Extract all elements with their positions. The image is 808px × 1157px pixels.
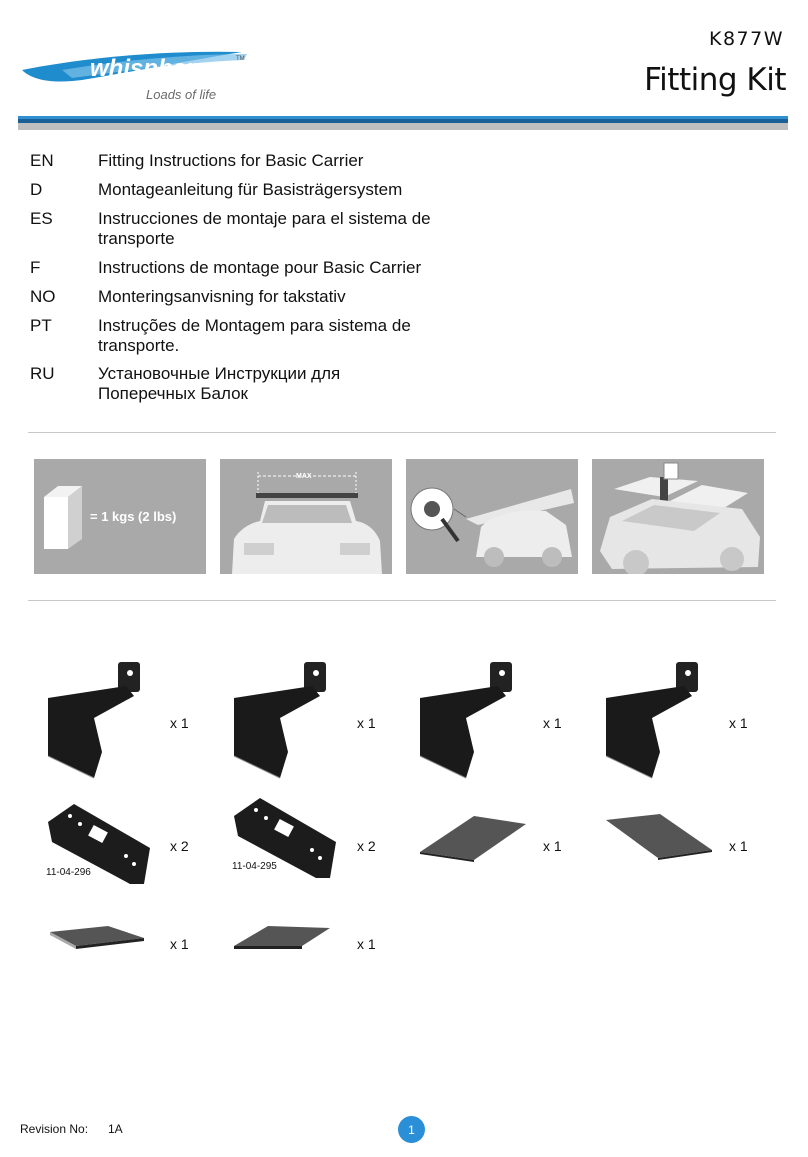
rubber-pad-icon	[50, 926, 144, 949]
weight-label: = 1 kgs (2 lbs)	[90, 509, 177, 524]
header-band	[18, 116, 788, 130]
rubber-pad-icon	[606, 814, 712, 860]
language-code: RU	[30, 364, 55, 383]
car-front-icon	[232, 472, 382, 574]
language-row-es: ES Instrucciones de montaje para el sist…	[30, 209, 458, 249]
quantity-label: x 1	[357, 936, 376, 952]
quantity-label: x 2	[357, 838, 376, 854]
brand-tagline: Loads of life	[146, 87, 217, 102]
language-code: F	[30, 258, 41, 277]
language-text: Monteringsanvisning for takstativ	[98, 287, 346, 306]
max-width-panel: MAX	[220, 459, 392, 574]
language-text: Установочные Инструкции для Поперечных Б…	[98, 364, 341, 403]
section-divider	[28, 600, 776, 601]
svg-text:TM: TM	[236, 56, 245, 62]
language-row-pt: PT Instruções de Montagem para sistema d…	[30, 316, 463, 356]
language-text: Fitting Instructions for Basic Carrier	[98, 151, 364, 170]
car-roof-load-icon	[600, 462, 760, 574]
language-code: NO	[30, 287, 56, 306]
quantity-label: x 1	[170, 936, 189, 952]
language-text: Instructions de montage pour Basic Carri…	[98, 258, 422, 277]
language-code: EN	[30, 151, 54, 170]
language-text: Instrucciones de montaje para el sistema…	[98, 209, 431, 248]
part-number: 11-04-296	[46, 867, 91, 878]
language-row-f: F Instructions de montage pour Basic Car…	[30, 258, 498, 278]
quantity-label: x 1	[357, 715, 376, 731]
car-side-load-icon	[410, 487, 574, 567]
revision-label: Revision No:	[20, 1122, 89, 1136]
language-row-ru: RU Установочные Инструкции для Поперечны…	[30, 364, 398, 404]
strap-panel	[406, 459, 578, 574]
quantity-label: x 1	[543, 838, 562, 854]
language-row-no: NO Monteringsanvisning for takstativ	[30, 287, 498, 307]
svg-text:whispbar: whispbar	[90, 55, 197, 82]
mounting-bracket-icon	[419, 662, 512, 779]
rubber-pad-icon	[234, 926, 330, 949]
mounting-bracket-icon	[47, 662, 140, 779]
quantity-label: x 1	[729, 715, 748, 731]
revision-value: 1A	[108, 1122, 123, 1136]
language-code: PT	[30, 316, 52, 335]
document-title: Fitting Kit	[644, 62, 786, 98]
language-row-d: D Montageanleitung für Basisträgersystem	[30, 180, 498, 200]
language-code: D	[30, 180, 43, 199]
load-panel	[592, 459, 764, 574]
product-code: K877W	[708, 28, 784, 50]
quantity-label: x 1	[543, 715, 562, 731]
mounting-bracket-icon	[605, 662, 698, 779]
whispbar-logo: whispbar TM	[22, 51, 247, 82]
page-number-badge: 1	[398, 1116, 425, 1143]
carrier-foot-icon	[234, 798, 336, 878]
language-code: ES	[30, 209, 53, 228]
quantity-label: x 1	[729, 838, 748, 854]
mounting-bracket-icon	[233, 662, 326, 779]
language-row-en: EN Fitting Instructions for Basic Carrie…	[30, 151, 498, 171]
language-text: Instruções de Montagem para sistema de t…	[98, 316, 411, 355]
weight-box-icon	[44, 486, 82, 549]
part-number: 11-04-295	[232, 861, 277, 872]
quantity-label: x 2	[170, 838, 189, 854]
carrier-foot-icon	[48, 804, 150, 884]
weight-panel: = 1 kgs (2 lbs)	[34, 459, 206, 574]
language-text: Montageanleitung für Basisträgersystem	[98, 180, 403, 199]
quantity-label: x 1	[170, 715, 189, 731]
max-label: MAX	[296, 473, 312, 480]
rubber-pad-icon	[420, 816, 526, 862]
section-divider	[28, 432, 776, 433]
